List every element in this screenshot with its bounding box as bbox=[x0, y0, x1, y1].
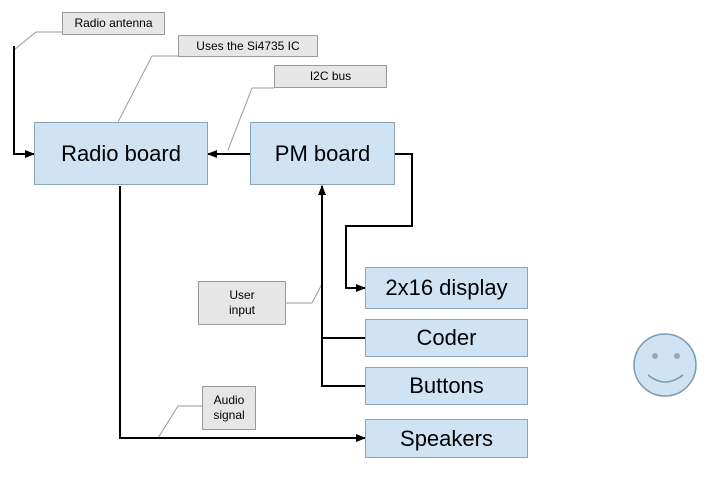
block-buttons-label: Buttons bbox=[409, 373, 484, 398]
note-user-input: User input bbox=[198, 281, 286, 325]
block-pm-board: PM board bbox=[250, 122, 395, 185]
block-display-label: 2x16 display bbox=[385, 275, 508, 300]
callout-si4735 bbox=[117, 55, 178, 123]
note-si4735-text: Uses the Si4735 IC bbox=[196, 38, 300, 53]
block-display: 2x16 display bbox=[365, 267, 528, 309]
note-audio-signal-line2: signal bbox=[213, 408, 245, 422]
note-si4735: Uses the Si4735 IC bbox=[178, 35, 318, 57]
note-radio-antenna: Radio antenna bbox=[62, 12, 165, 35]
note-audio-signal: Audio signal bbox=[202, 386, 256, 430]
note-audio-signal-line1: Audio bbox=[213, 393, 245, 407]
note-i2c-bus-text: I2C bus bbox=[309, 69, 352, 83]
block-radio-board-label: Radio board bbox=[61, 140, 181, 166]
callout-radio-antenna bbox=[13, 31, 62, 51]
block-pm-board-label: PM board bbox=[274, 140, 371, 166]
block-coder: Coder bbox=[365, 319, 528, 357]
callout-audio-signal bbox=[157, 405, 202, 439]
block-speakers-label: Speakers bbox=[400, 425, 493, 451]
note-i2c-bus: I2C bus bbox=[274, 65, 387, 88]
wire-pm-to-display bbox=[345, 153, 413, 292]
note-radio-antenna-text: Radio antenna bbox=[74, 16, 153, 30]
block-radio-board: Radio board bbox=[34, 122, 208, 185]
block-coder-label: Coder bbox=[416, 325, 477, 350]
wire-antenna-to-radio bbox=[13, 46, 35, 158]
wire-buttons-to-pm bbox=[318, 185, 365, 387]
note-user-input-line1: User bbox=[229, 288, 255, 302]
callout-user-input bbox=[286, 283, 323, 304]
callout-i2c-bus bbox=[227, 87, 274, 151]
note-user-input-line2: input bbox=[228, 303, 256, 317]
block-speakers: Speakers bbox=[365, 419, 528, 458]
wire-radio-to-speakers bbox=[119, 186, 366, 442]
block-buttons: Buttons bbox=[365, 367, 528, 405]
smiley-face-icon bbox=[633, 333, 697, 397]
